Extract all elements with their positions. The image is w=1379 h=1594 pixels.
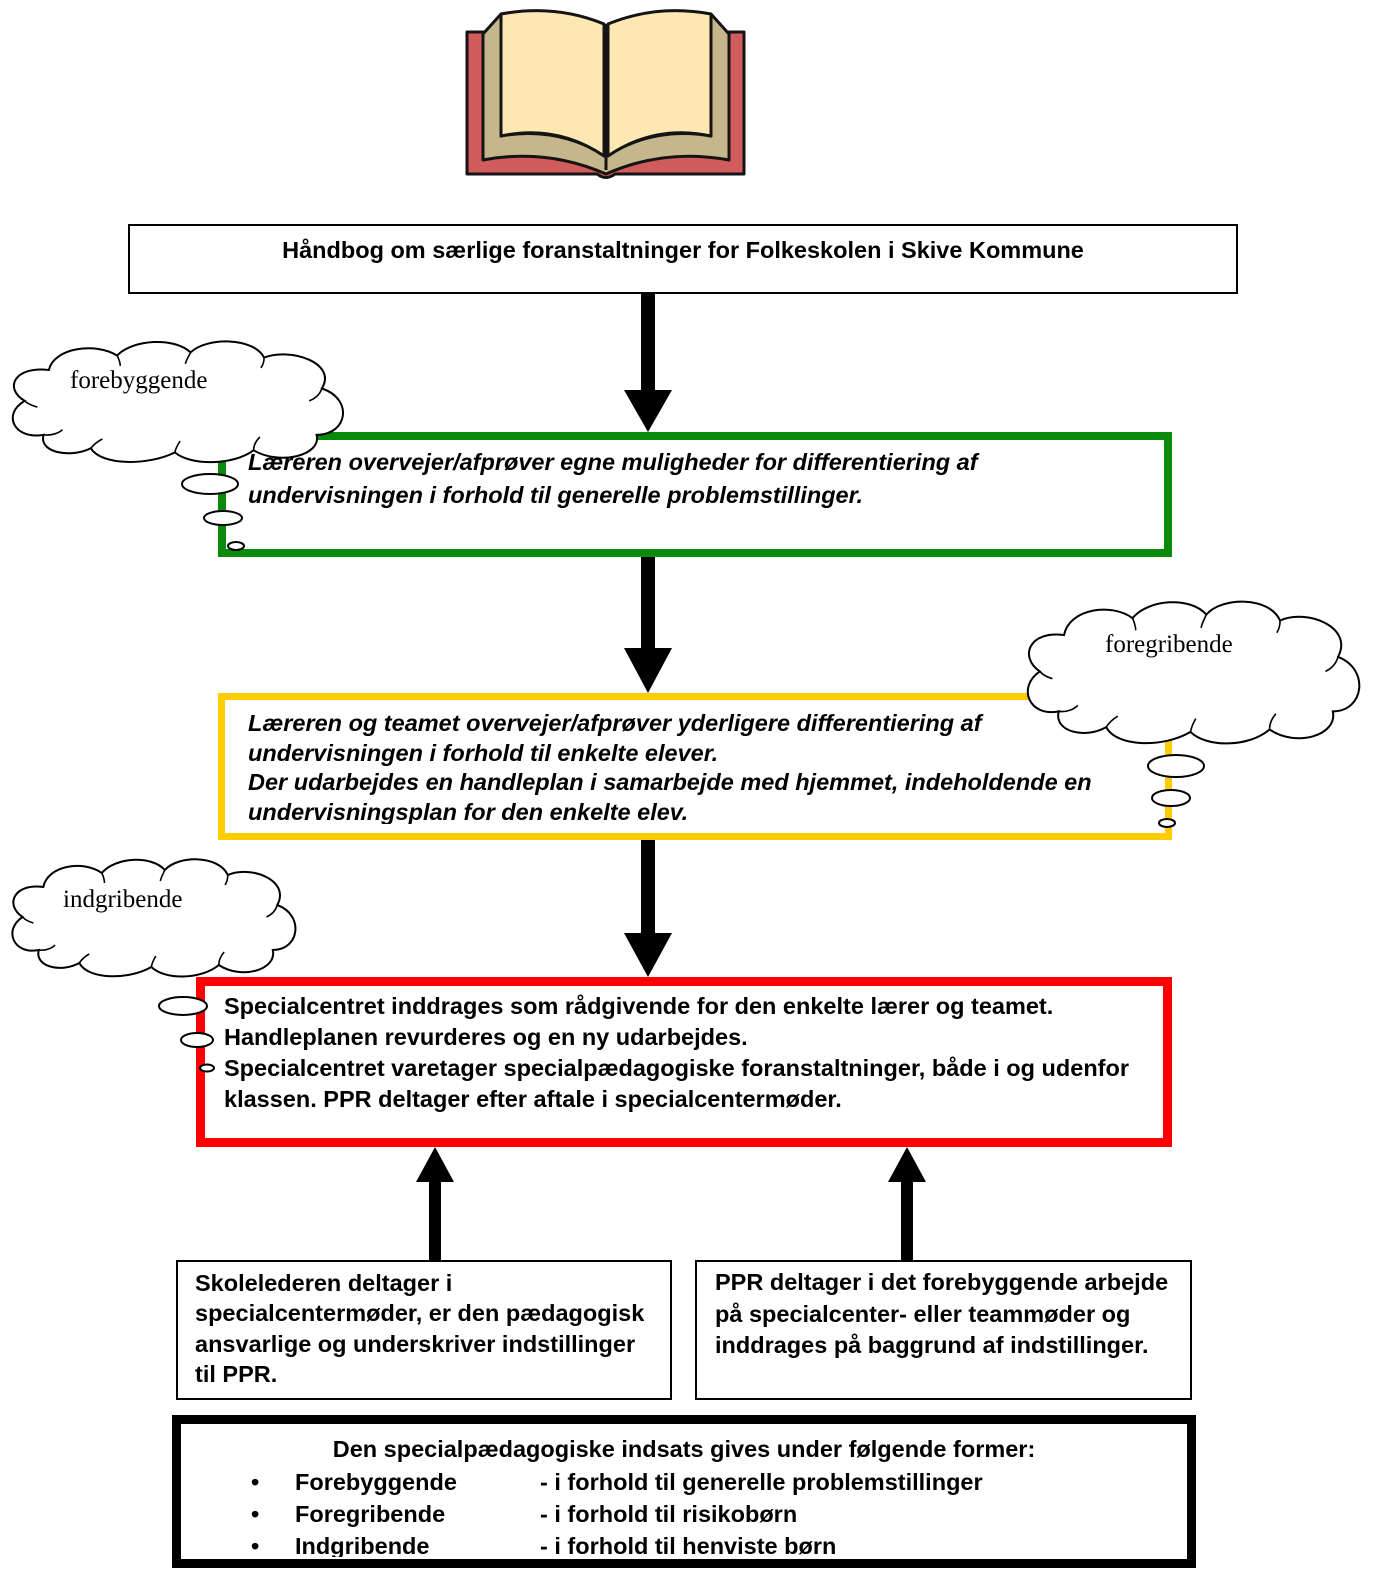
summary-list-item: • Foregribende - i forhold til risikobør…	[181, 1498, 1187, 1530]
summary-list-item: • Indgribende - i forhold til henviste b…	[181, 1530, 1187, 1557]
summary-item-label: Foregribende	[295, 1501, 446, 1527]
ppr-text: PPR deltager i det forebyggende arbejde …	[715, 1267, 1168, 1362]
school-leader-text: Skolelederen deltager i specialcentermød…	[195, 1268, 644, 1389]
arrow-ppr-to-intervening	[888, 1147, 926, 1262]
preventive-step-text: Læreren overvejer/afprøver egne mulighed…	[248, 446, 978, 512]
cloud-label-forebyggende: forebyggende	[70, 367, 208, 394]
summary-list-item: • Forebyggende - i forhold til generelle…	[181, 1466, 1187, 1498]
preventive-step-line-1: Læreren overvejer/afprøver egne mulighed…	[248, 449, 978, 475]
book-cover	[465, 30, 746, 179]
intervening-step-box	[196, 977, 1172, 1147]
book-page-edges	[481, 12, 731, 176]
summary-item-description: - i forhold til generelle problemstillin…	[540, 1469, 983, 1495]
ppr-line-1: PPR deltager i det forebyggende arbejde	[715, 1269, 1169, 1295]
summary-item-description: - i forhold til risikobørn	[540, 1501, 798, 1527]
book-icon	[465, 9, 746, 179]
book-left-page	[499, 9, 606, 158]
arrow-title-to-preventive	[624, 294, 672, 432]
anticipatory-step-box	[218, 693, 1172, 840]
intervening-step-text: Specialcentret inddrages som rådgivende …	[224, 991, 1129, 1115]
intervening-step-line-2: Handleplanen revurderes og en ny udarbej…	[224, 1024, 748, 1050]
cloud-label-foregribende: foregribende	[1105, 631, 1233, 658]
arrow-preventive-to-anticipatory	[624, 557, 672, 693]
anticipatory-step-line-4: undervisningsplan for den enkelte elev.	[248, 799, 689, 824]
summary-box	[172, 1415, 1196, 1568]
school-leader-line-1: Skolelederen deltager i	[195, 1270, 453, 1296]
intervening-step-line-4: klassen. PPR deltager efter aftale i spe…	[224, 1086, 842, 1112]
ppr-line-3: inddrages på baggrund af indstillinger.	[715, 1332, 1149, 1358]
preventive-step-box	[218, 432, 1172, 557]
bullet-point: •	[251, 1533, 260, 1557]
anticipatory-step-line-2: undervisningen i forhold til enkelte ele…	[248, 739, 719, 766]
summary-heading: Den specialpædagogiske indsats gives und…	[332, 1436, 1036, 1462]
bullet-point: •	[251, 1469, 260, 1495]
school-leader-line-4: til PPR.	[195, 1360, 278, 1387]
bullet-point: •	[251, 1501, 260, 1527]
summary-text: Den specialpædagogiske indsats gives und…	[181, 1433, 1187, 1557]
summary-item-description: - i forhold til henviste børn	[540, 1533, 837, 1557]
school-leader-box	[176, 1260, 672, 1400]
anticipatory-step-text: Læreren og teamet overvejer/afprøver yde…	[248, 709, 1092, 824]
handbook-title: Håndbog om særlige foranstaltninger for …	[282, 237, 1084, 263]
summary-item-label: Indgribende	[295, 1533, 430, 1557]
anticipatory-step-line-3: Der udarbejdes en handleplan i samarbejd…	[248, 769, 1092, 796]
handbook-title-box	[128, 224, 1238, 294]
school-leader-line-2: specialcentermøder, er den pædagogisk	[195, 1300, 645, 1327]
anticipatory-step-line-1: Læreren og teamet overvejer/afprøver yde…	[248, 710, 982, 736]
summary-item-label: Forebyggende	[295, 1469, 457, 1495]
preventive-step-line-2: undervisningen i forhold til generelle p…	[248, 482, 864, 508]
cloud-indgribende	[12, 859, 295, 976]
school-leader-line-3: ansvarlige og underskriver indstillinger	[195, 1330, 636, 1357]
intervening-step-line-1: Specialcentret inddrages som rådgivende …	[224, 993, 1054, 1019]
arrow-school-leader-to-intervening	[416, 1147, 454, 1260]
ppr-line-2: på specialcenter- eller teammøder og	[715, 1300, 1131, 1327]
ppr-box	[695, 1260, 1192, 1400]
intervening-step-line-3: Specialcentret varetager specialpædagogi…	[224, 1055, 1130, 1081]
arrow-anticipatory-to-intervening	[624, 840, 672, 977]
book-right-page	[606, 9, 713, 158]
cloud-label-indgribende: indgribende	[63, 886, 183, 913]
